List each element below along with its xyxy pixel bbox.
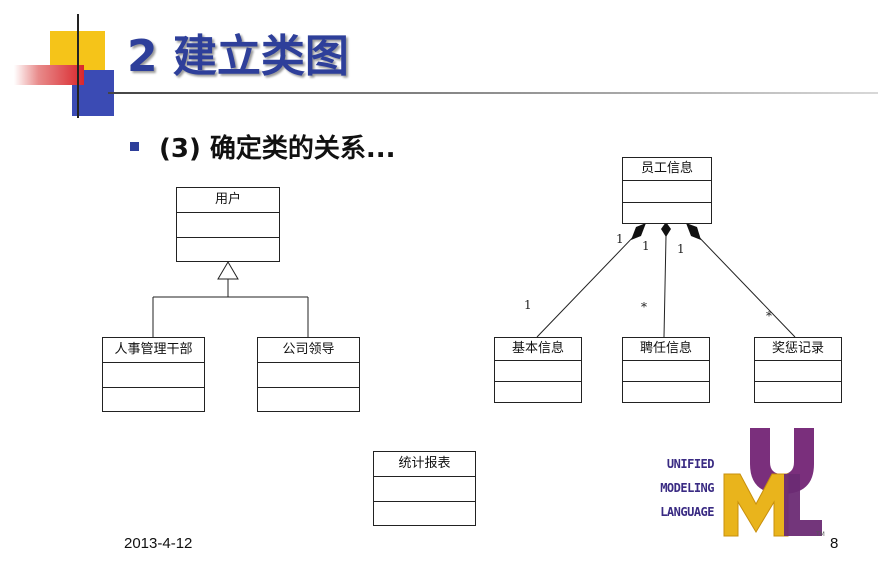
class-attributes — [177, 213, 279, 238]
composition-line-jiangcheng — [693, 231, 796, 338]
class-name: 人事管理干部 — [103, 338, 204, 363]
generalization-triangle-icon — [217, 261, 239, 280]
class-attributes — [103, 363, 204, 388]
composition-diamond-pinren-icon — [661, 222, 671, 237]
multiplicity-part-jiben: 1 — [524, 298, 532, 312]
class-name: 奖惩记录 — [755, 338, 841, 361]
class-attributes — [623, 181, 711, 203]
class-box-yonghu[interactable]: 用户 — [176, 187, 280, 262]
class-operations — [755, 382, 841, 402]
multiplicity-whole-jiangcheng: 1 — [677, 242, 685, 256]
uml-logo-icon: TM — [723, 428, 825, 538]
class-attributes — [495, 361, 581, 382]
multiplicity-part-pinren: * — [641, 300, 647, 314]
class-box-gongsi[interactable]: 公司领导 — [257, 337, 360, 412]
composition-line-pinren — [663, 235, 667, 338]
class-box-jiben[interactable]: 基本信息 — [494, 337, 582, 403]
deco-red-bar — [14, 65, 84, 85]
composition-diamond-jiben-icon — [631, 223, 646, 240]
class-operations — [374, 502, 475, 525]
footer-date: 2013-4-12 — [124, 535, 193, 552]
class-operations — [258, 388, 359, 411]
uml-word-language: LANGUAGE — [660, 505, 714, 519]
class-operations — [623, 203, 711, 223]
slide-title: 2 建立类图 — [127, 31, 349, 82]
footer-page-number: 8 — [830, 535, 839, 552]
class-box-pinren[interactable]: 聘任信息 — [622, 337, 710, 403]
composition-line-jiben — [536, 231, 639, 338]
uml-trademark: TM — [815, 531, 825, 538]
class-attributes — [258, 363, 359, 388]
class-box-renshi[interactable]: 人事管理干部 — [102, 337, 205, 412]
class-box-jiangcheng[interactable]: 奖惩记录 — [754, 337, 842, 403]
class-name: 聘任信息 — [623, 338, 709, 361]
class-name: 员工信息 — [623, 158, 711, 181]
bullet-item: (3) 确定类的关系... — [130, 128, 396, 165]
class-attributes — [755, 361, 841, 382]
uml-logo-text: UNIFIED MODELING LANGUAGE — [654, 452, 714, 524]
composition-diamond-jiangcheng-icon — [686, 223, 701, 240]
class-operations — [623, 382, 709, 402]
class-operations — [177, 238, 279, 261]
class-name: 用户 — [177, 188, 279, 213]
class-name: 基本信息 — [495, 338, 581, 361]
bullet-square-icon — [130, 142, 139, 151]
uml-word-unified: UNIFIED — [666, 457, 715, 471]
deco-vertical-line — [77, 14, 79, 118]
uml-word-modeling: MODELING — [660, 481, 714, 495]
class-attributes — [623, 361, 709, 382]
deco-horizontal-line — [108, 92, 878, 94]
multiplicity-whole-jiben: 1 — [616, 232, 624, 246]
class-name: 统计报表 — [374, 452, 475, 477]
class-operations — [103, 388, 204, 411]
class-attributes — [374, 477, 475, 502]
class-box-yuangong[interactable]: 员工信息 — [622, 157, 712, 224]
multiplicity-whole-pinren: 1 — [642, 239, 650, 253]
class-box-tongji[interactable]: 统计报表 — [373, 451, 476, 526]
class-name: 公司领导 — [258, 338, 359, 363]
bullet-text: (3) 确定类的关系... — [159, 134, 396, 164]
multiplicity-part-jiangcheng: * — [766, 309, 772, 323]
class-operations — [495, 382, 581, 402]
